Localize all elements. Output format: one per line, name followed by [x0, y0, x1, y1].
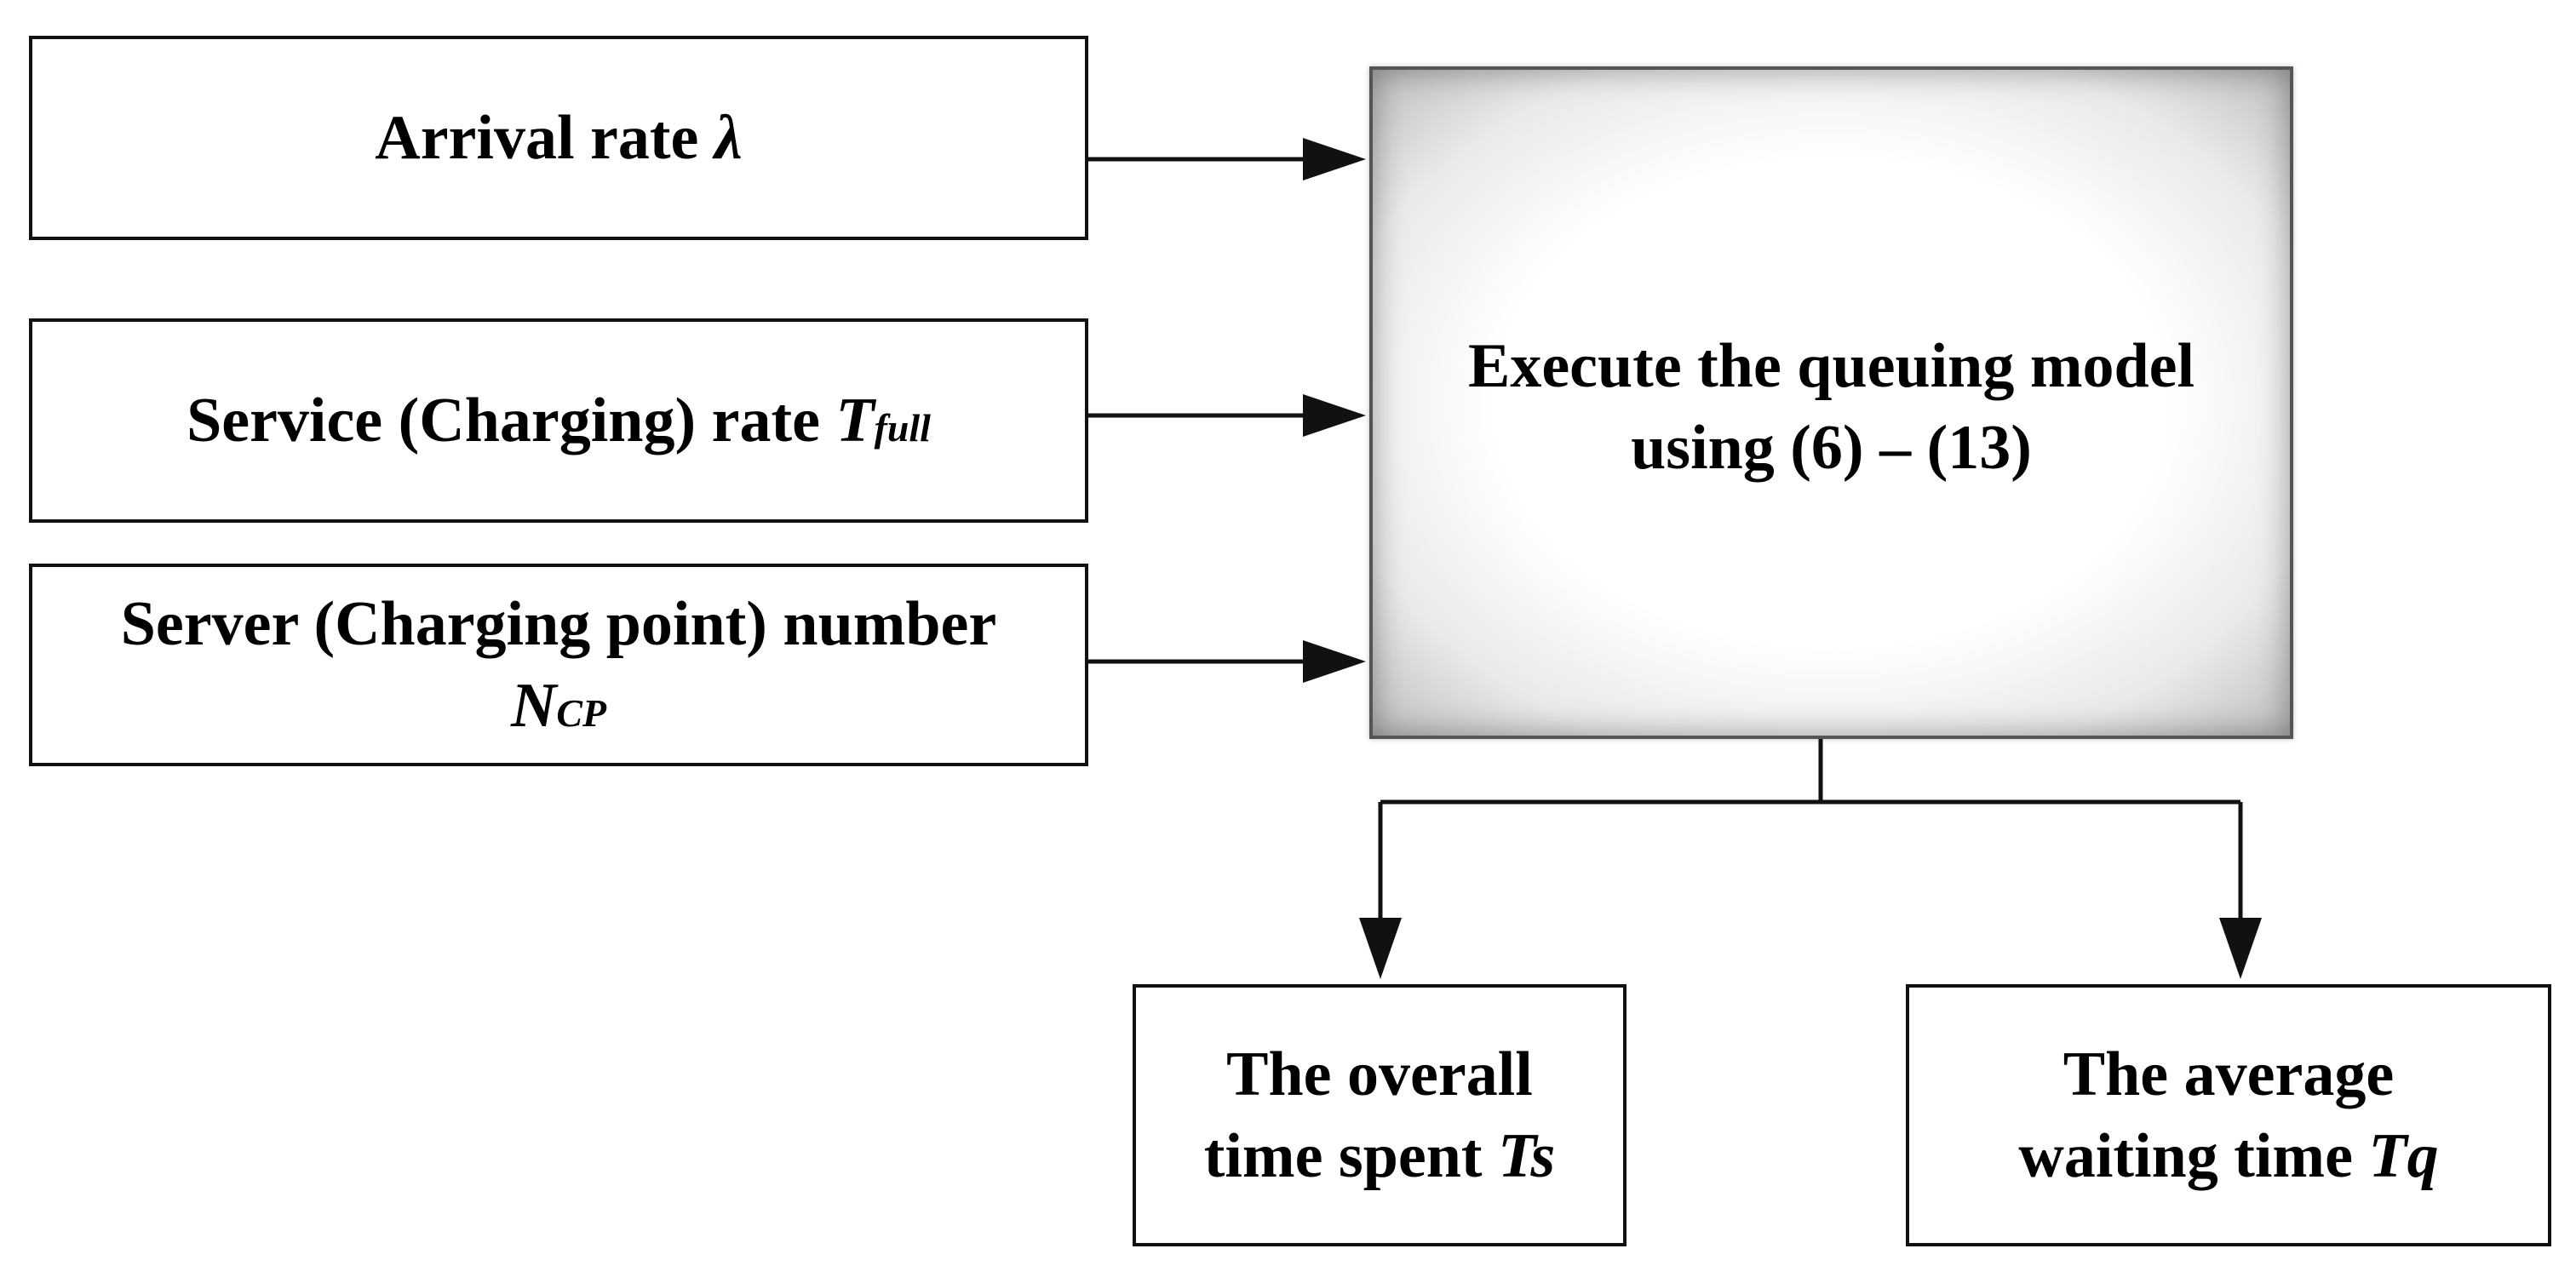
- ts-symbol: Ts: [1498, 1121, 1556, 1191]
- output-overall-time-box: The overall time spent Ts: [1133, 984, 1626, 1246]
- n-cp-symbol: N: [510, 671, 557, 741]
- arrival-rate-label: Arrival rate λ: [375, 97, 742, 179]
- arrowhead-service: [1303, 394, 1366, 437]
- waiting-time-line-2: waiting time Tq: [2018, 1115, 2438, 1197]
- lambda-symbol: λ: [714, 102, 743, 173]
- arrowhead-waiting-time: [2219, 918, 2262, 979]
- t-full-symbol: T: [835, 385, 875, 455]
- n-cp-label: NCP: [511, 665, 606, 747]
- service-rate-text: Service (Charging) rate: [186, 385, 836, 455]
- n-cp-subscript: CP: [556, 691, 607, 735]
- server-number-text: Server (Charging point) number: [120, 588, 997, 659]
- queuing-model-process-box: Execute the queuing model using (6) – (1…: [1369, 66, 2293, 739]
- service-rate-label: Service (Charging) rate Tfull: [186, 380, 931, 461]
- t-full-subscript: full: [874, 405, 931, 450]
- input-server-number-box: Server (Charging point) number NCP: [29, 564, 1088, 766]
- input-arrival-rate-box: Arrival rate λ: [29, 36, 1088, 240]
- waiting-time-text: waiting time: [2018, 1121, 2369, 1191]
- process-line-1: Execute the queuing model: [1467, 331, 2195, 401]
- arrowhead-overall-time: [1359, 918, 1402, 979]
- waiting-time-line-1: The average: [2063, 1039, 2395, 1109]
- output-waiting-time-box: The average waiting time Tq: [1906, 984, 2551, 1246]
- overall-time-text: time spent: [1203, 1121, 1499, 1191]
- overall-time-line-2: time spent Ts: [1204, 1115, 1556, 1197]
- overall-time-line-1: The overall: [1226, 1039, 1533, 1109]
- arrowhead-arrival: [1303, 138, 1366, 180]
- arrival-rate-text: Arrival rate: [375, 102, 714, 173]
- tq-symbol: Tq: [2368, 1121, 2439, 1191]
- input-service-rate-box: Service (Charging) rate Tfull: [29, 318, 1088, 523]
- process-line-2: using (6) – (13): [1631, 413, 2032, 484]
- process-text: Execute the queuing model using (6) – (1…: [1468, 325, 2194, 489]
- arrowhead-server: [1303, 640, 1366, 683]
